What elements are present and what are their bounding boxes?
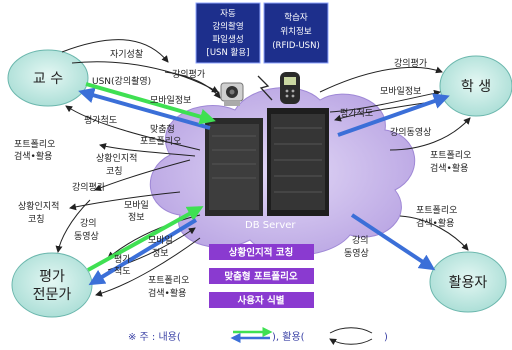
legend-prefix: ※ 주 : 내용( [128, 331, 181, 343]
purple-box-portfolio-label: 맞춤형 포트폴리오 [224, 271, 297, 283]
label-ctx-coach-left-l1: 상황인지적 [18, 200, 59, 212]
label-lecture-eval-mid: 강의평가 [72, 182, 105, 193]
arrow-lec-video-left [55, 199, 91, 253]
label-mobile-info-student: 모바일정보 [380, 86, 421, 97]
box-auto-lecture: 자동 강의촬영 파일생성 [USN 활용] [195, 2, 261, 64]
arrow-lecture-eval-top [164, 71, 221, 99]
box-auto-lecture-line1: 자동 [220, 9, 236, 19]
node-evaluator-label-line2: 전문가 [33, 287, 72, 303]
node-user-label: 활용자 [449, 275, 488, 291]
rfid-device-icon [280, 72, 300, 104]
arrow-self-reflection [61, 39, 169, 63]
purple-box-identification-label: 사용자 식별 [237, 295, 284, 307]
arrow-lecture-eval-mid [69, 191, 181, 211]
arrow-student-lec-video [389, 117, 471, 151]
label-custom-line1: 맞춤형 [150, 123, 175, 135]
arrow-green-from-evaluator [87, 206, 204, 272]
label-context-coach-l1: 상황인지적 [96, 152, 137, 164]
camera-icon [220, 82, 244, 106]
label-eval-scale-student: 평가척도 [340, 108, 373, 119]
label-lec-video-left-l2: 동영상 [74, 231, 99, 242]
label-portfolio-student-l2: 검색•활용 [430, 162, 468, 174]
label-mobile-eval-l2: 정보 [152, 248, 169, 259]
arrow-blue-to-student [337, 93, 450, 137]
arrow-evaluator-portfolio [95, 237, 201, 297]
label-lecture-eval-student: 강의평가 [394, 58, 427, 69]
legend: ※ 주 : 내용( ), 활용( ) [128, 327, 388, 345]
arrow-context-coach [94, 159, 191, 192]
box-learner-location-line3: (RFID-USN) [272, 41, 320, 51]
box-learner-location-line1: 학습자 [284, 12, 308, 23]
label-portfolio-user-l1: 포트폴리오 [416, 205, 457, 216]
arrow-student-eval-scale [329, 89, 441, 113]
box-learner-location: 학습자 위치정보 (RFID-USN) [263, 2, 329, 64]
label-eval-scale-eval-l2: 척도 [114, 266, 131, 277]
purple-box-coaching: 상황인지적 코칭 [209, 244, 314, 260]
label-self-reflection: 자기성찰 [110, 49, 143, 60]
node-professor: 교 수 [7, 49, 89, 107]
node-evaluator: 평가 전문가 [11, 252, 93, 318]
legend-suffix: ) [384, 332, 388, 343]
node-professor-label: 교 수 [33, 71, 63, 87]
server-icon [205, 108, 329, 216]
label-lec-video-left-l1: 강의 [80, 218, 97, 229]
arrow-blue-to-professor [78, 87, 211, 130]
box-auto-lecture-line3: 파일생성 [212, 34, 243, 45]
label-mobile-left-l1: 모바일 [124, 200, 149, 211]
label-portfolio-user-l2: 검색•활용 [416, 217, 454, 229]
arrow-user-portfolio [399, 215, 469, 251]
label-portfolio-search-l2: 검색•활용 [14, 150, 52, 162]
legend-middle: ), 활용( [272, 330, 305, 343]
label-portfolio-eval-l2: 검색•활용 [148, 287, 186, 299]
label-eval-scale-eval-l1: 평가 [114, 254, 131, 265]
label-eval-scale-prof: 평가척도 [84, 115, 117, 126]
label-portfolio-student-l1: 포트폴리오 [430, 150, 471, 161]
node-evaluator-label-line1: 평가 [39, 269, 65, 285]
label-lec-video-student: 강의동영상 [390, 127, 431, 138]
node-student: 학 생 [439, 55, 512, 117]
arrow-blue-to-evaluator [88, 218, 198, 286]
arrow-blue-to-user [350, 213, 436, 271]
label-mobile-eval-l1: 모바일 [148, 235, 173, 246]
label-ctx-coach-left-l2: 코칭 [28, 214, 45, 225]
label-lecture-eval-top: 강의평가 [172, 69, 205, 80]
arrow-student-lecture-eval [319, 66, 443, 93]
label-usn-lecture: USN(강의촬영) [92, 76, 151, 87]
arrow-usn-lecture [71, 61, 219, 93]
purple-box-coaching-label: 상황인지적 코칭 [229, 247, 294, 259]
label-context-coach-l2: 코칭 [106, 166, 123, 177]
label-portfolio-eval-l1: 포트폴리오 [148, 275, 189, 286]
legend-usage-cycle-icon [330, 327, 373, 345]
purple-box-identification: 사용자 식별 [209, 292, 314, 308]
label-portfolio-search-l1: 포트폴리오 [14, 139, 55, 150]
purple-box-portfolio: 맞춤형 포트폴리오 [209, 268, 314, 284]
arrow-eval-scale-prof [65, 105, 201, 151]
server-label: DB Server [245, 220, 296, 231]
box-learner-location-line2: 위치정보 [280, 26, 311, 37]
label-lec-video-user-l2: 동영상 [344, 248, 369, 259]
box-auto-lecture-line4: [USN 활용] [207, 47, 250, 58]
arrow-green-from-professor [85, 82, 216, 125]
label-mobile-info-prof: 모바일정보 [150, 95, 191, 106]
wireless-lightning-icon [257, 75, 273, 101]
label-mobile-left-l2: 정보 [128, 212, 145, 223]
arrow-portfolio-prof [99, 143, 196, 157]
node-user: 활용자 [429, 251, 507, 313]
label-custom-line2: 포트폴리오 [140, 136, 181, 147]
node-student-label: 학 생 [461, 79, 491, 95]
label-lec-video-user-l1: 강의 [352, 235, 369, 246]
box-auto-lecture-line2: 강의촬영 [212, 21, 243, 32]
